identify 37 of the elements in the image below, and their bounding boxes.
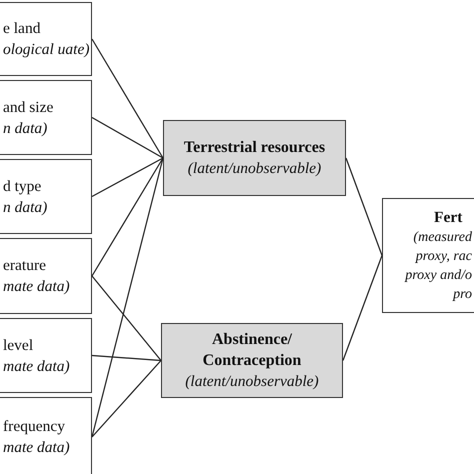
connector-line: [92, 360, 162, 438]
variable-box: [0, 2, 92, 76]
latent-variable-box: [161, 323, 343, 398]
variable-box: [0, 159, 92, 234]
connector-line: [91, 158, 164, 276]
connector-line: [342, 255, 383, 361]
connector-line: [92, 354, 162, 362]
variable-note: n data): [3, 198, 48, 218]
variable-name: and size: [3, 98, 54, 118]
variable-name: frequency: [3, 417, 66, 437]
variable-name: d type: [3, 176, 42, 196]
connector-line: [92, 116, 164, 159]
variable-note: mate data): [3, 438, 71, 458]
variable-name: erature: [3, 256, 48, 276]
variable-note: (measured proxy, rac proxy and/o pro: [404, 229, 472, 304]
variable-box: [0, 238, 92, 314]
variable-box: [0, 80, 92, 155]
connector-line: [92, 157, 164, 198]
variable-box: [382, 198, 474, 313]
latent-variable-box: [163, 120, 346, 196]
variable-name: Terrestrial resources: [184, 138, 326, 158]
variable-box: [0, 318, 92, 393]
variable-note: n data): [3, 118, 48, 138]
variable-note: ological uate): [3, 40, 91, 60]
connector-line: [345, 158, 383, 256]
variable-name: Abstinence/ Contraception: [202, 330, 302, 371]
variable-name: level: [3, 336, 34, 356]
variable-note: (latent/unobservable): [188, 159, 322, 179]
variable-box: [0, 397, 92, 474]
connector-line: [92, 276, 162, 361]
variable-name: e land: [3, 19, 42, 39]
variable-name: Fert: [433, 208, 464, 228]
connector-line: [91, 158, 164, 438]
variable-note: (latent/unobservable): [185, 372, 319, 392]
connector-line: [91, 38, 164, 158]
variable-note: mate data): [3, 277, 71, 297]
variable-note: mate data): [3, 356, 71, 376]
